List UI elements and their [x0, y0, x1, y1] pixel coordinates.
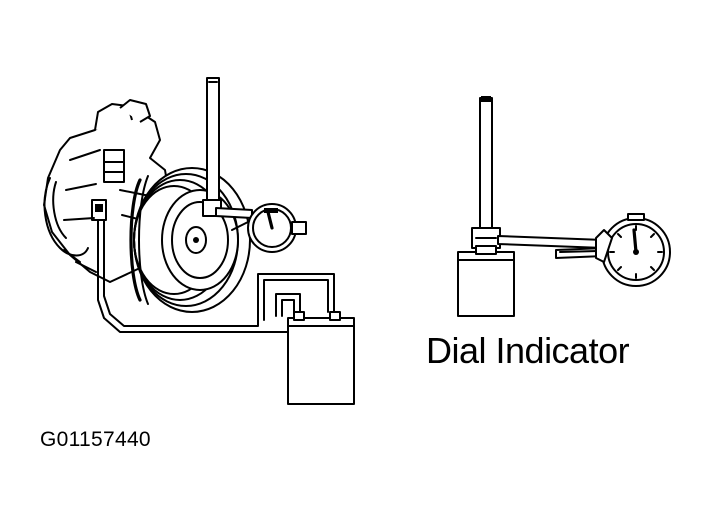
- figure-id-label: G01157440: [40, 428, 151, 451]
- dial-indicator-label: Dial Indicator: [426, 330, 630, 371]
- left-dial-indicator: [202, 77, 307, 253]
- compressor-assembly: [43, 99, 171, 283]
- left-magnetic-base-cable: [97, 219, 355, 405]
- right-dial-indicator: [457, 96, 671, 317]
